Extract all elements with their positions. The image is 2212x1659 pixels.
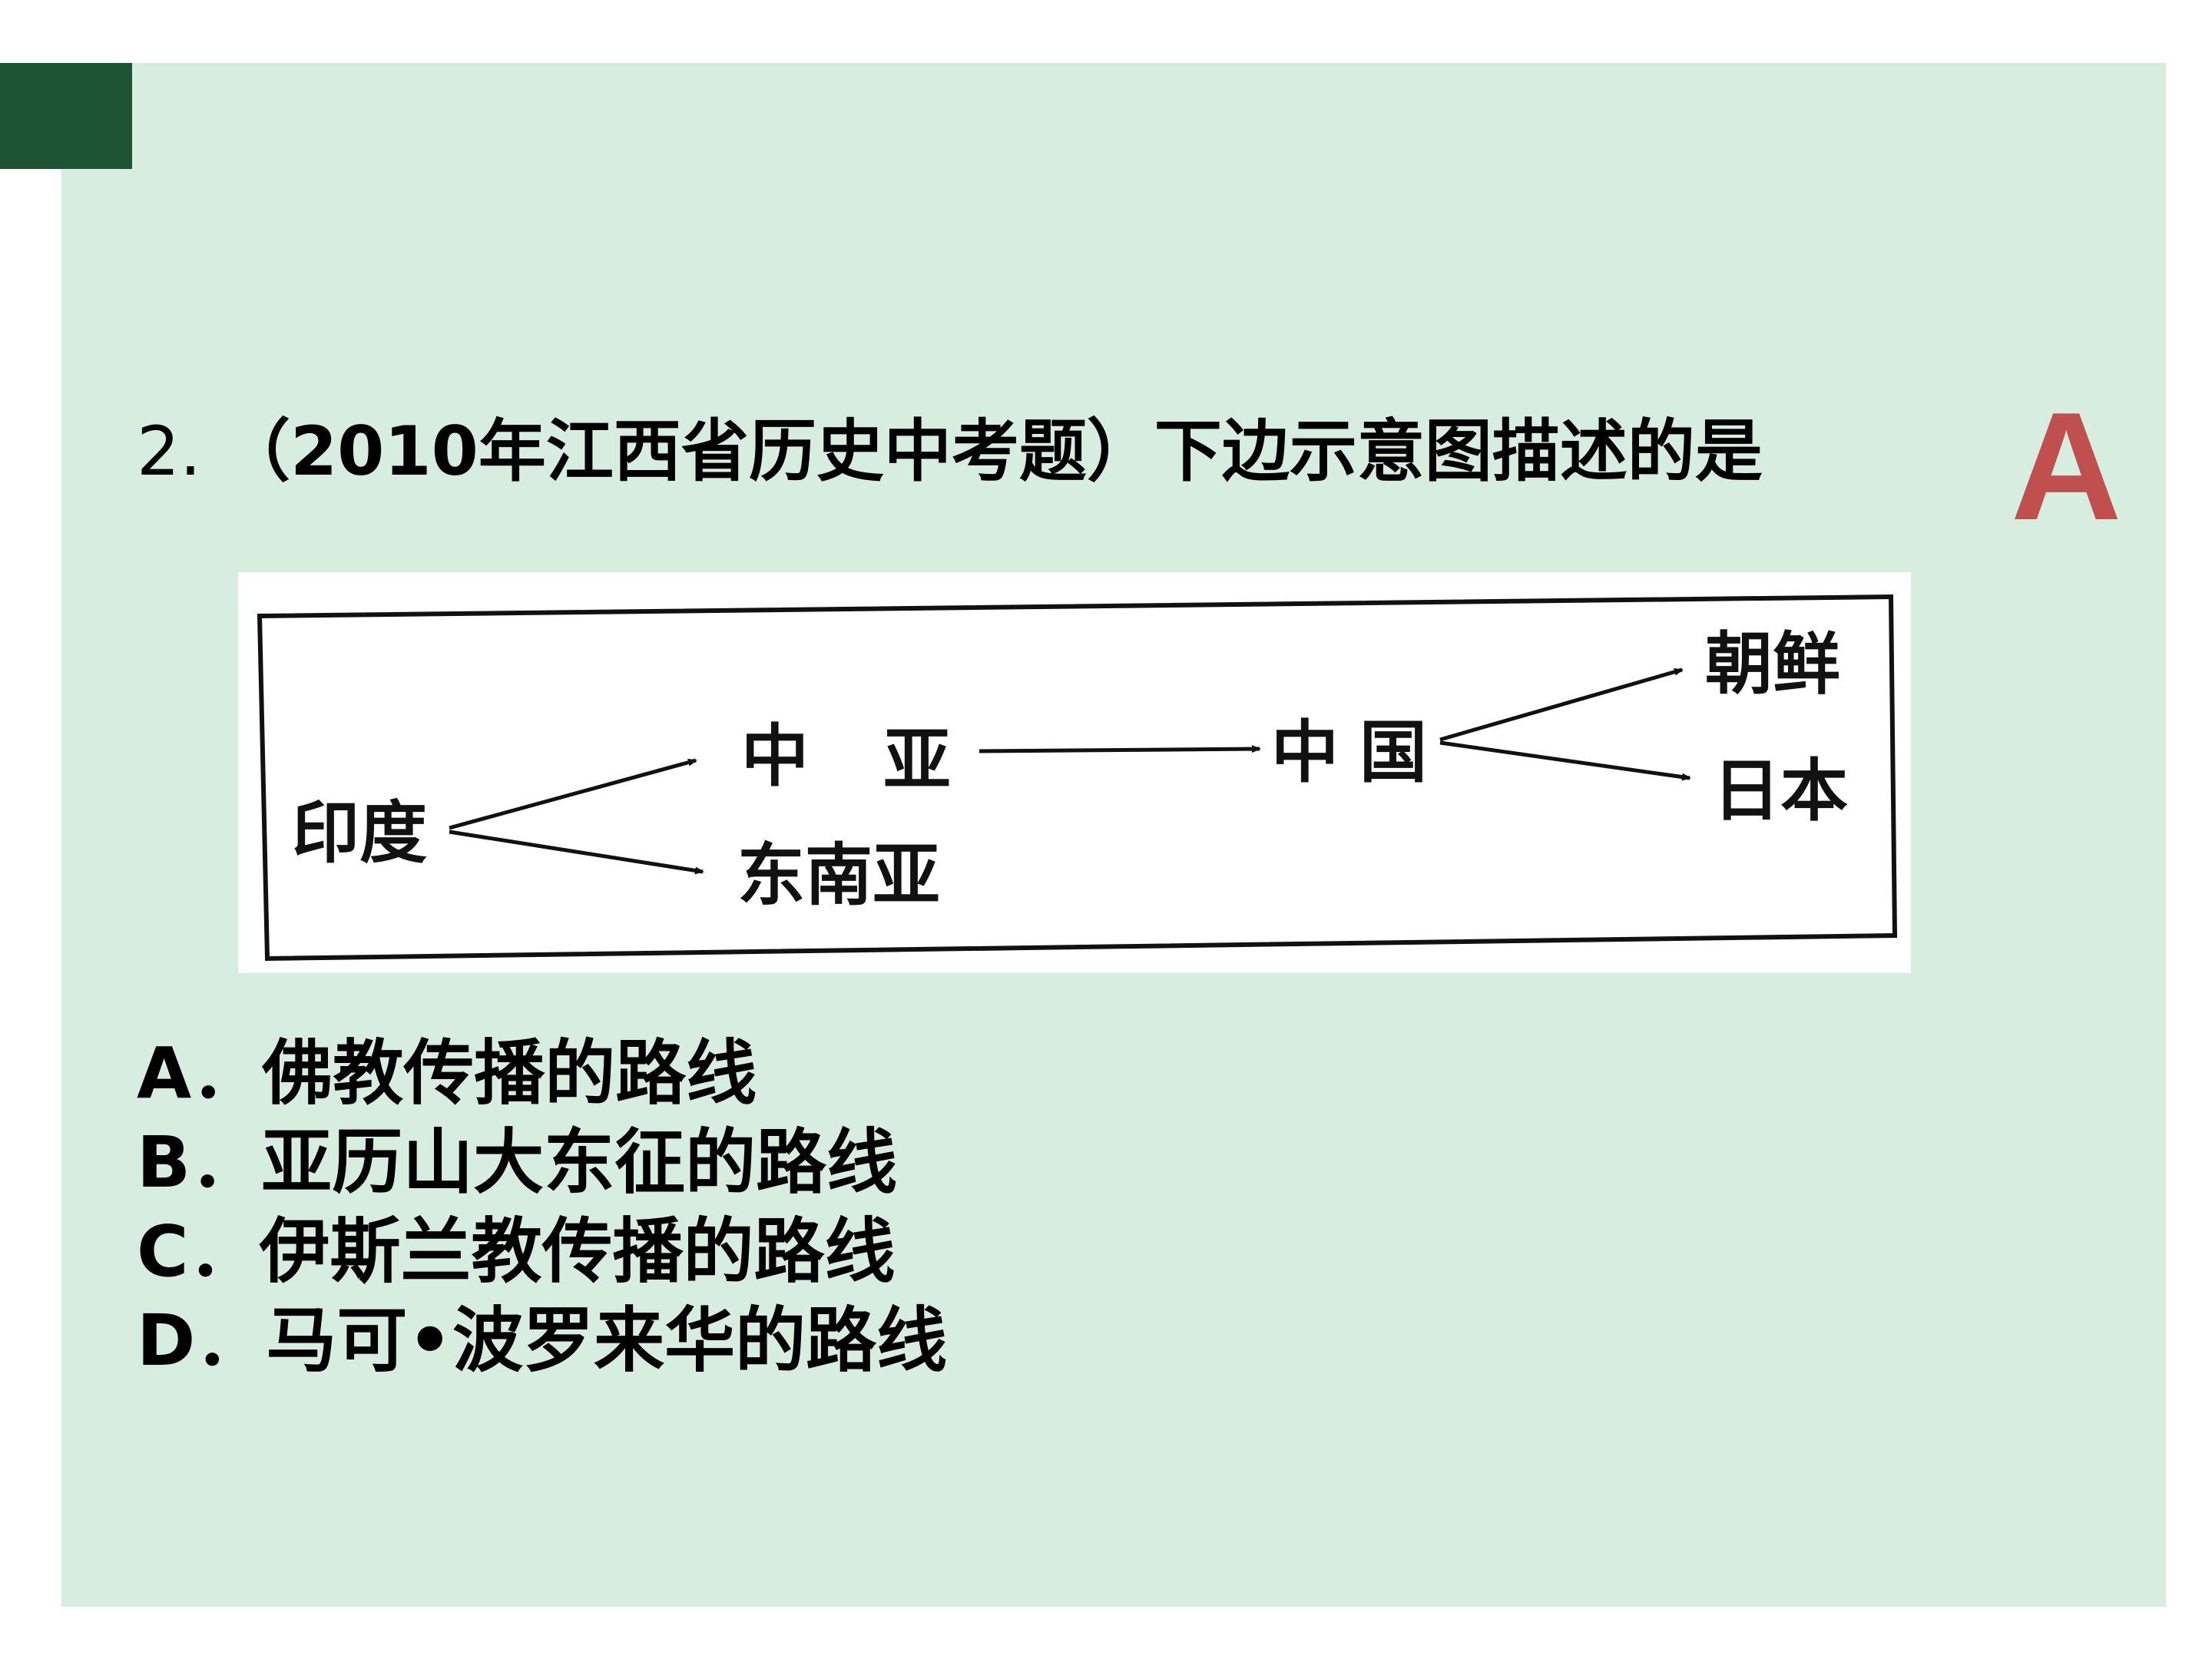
node-china-1: 中 <box>1271 712 1339 792</box>
arrow-india-to-central-asia <box>449 758 697 830</box>
node-southeast-asia: 东南亚 <box>737 835 940 915</box>
question-text: 2. （2010年江西省历史中考题）下边示意图描述的是 <box>137 406 1763 498</box>
question-number: 2. <box>137 412 201 491</box>
option-c: C．伊斯兰教传播的路线 <box>137 1210 896 1293</box>
route-diagram-svg: 印度 中 亚 东南亚 中 国 朝鲜 日本 <box>257 594 1898 962</box>
question-stem: （2010年江西省历史中考题）下边示意图描述的是 <box>222 412 1763 491</box>
option-d: D．马可•波罗来华的路线 <box>137 1300 948 1382</box>
arrow-central-asia-to-china <box>979 745 1261 753</box>
node-central-asia-2: 亚 <box>883 720 951 800</box>
node-central-asia-1: 中 <box>741 716 809 796</box>
node-korea: 朝鲜 <box>1705 624 1840 704</box>
arrow-china-to-japan <box>1439 740 1691 781</box>
route-diagram: 印度 中 亚 东南亚 中 国 朝鲜 日本 <box>238 572 1911 973</box>
arrow-china-to-korea <box>1439 667 1684 742</box>
answer-letter: A <box>2011 381 2122 552</box>
answer-options: A．佛教传播的路线 B．亚历山大东征的路线 C．伊斯兰教传播的路线 D．马可•波… <box>137 1029 947 1386</box>
node-japan: 日本 <box>1713 750 1848 830</box>
diagram-frame <box>257 594 1898 962</box>
corner-accent-block <box>0 63 132 169</box>
option-b: B．亚历山大东征的路线 <box>137 1121 898 1204</box>
option-a: A．佛教传播的路线 <box>137 1032 757 1114</box>
arrow-india-to-southeast-asia <box>449 830 704 875</box>
node-india: 印度 <box>292 793 427 873</box>
node-china-2: 国 <box>1359 712 1427 792</box>
